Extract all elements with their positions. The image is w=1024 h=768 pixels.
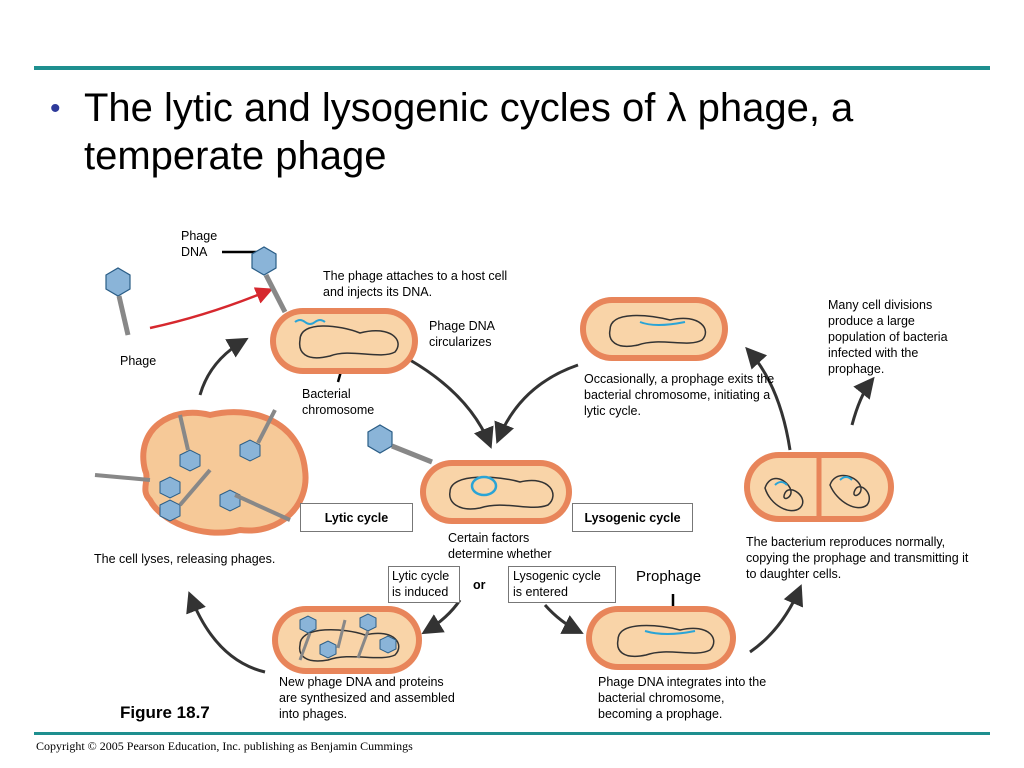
label-certain-factors: Certain factors determine whether [448,531,552,561]
cell-attach [270,308,418,374]
label-integrates: Phage DNA integrates into the bacterial … [598,675,767,721]
slide-title: The lytic and lysogenic cycles of λ phag… [84,86,854,178]
cell-dividing [744,452,894,522]
label-occasionally: Occasionally, a prophage exits the bacte… [584,372,775,418]
box-lytic-induced: Lytic cycle is induced [388,566,460,603]
box-lytic-cycle: Lytic cycle [300,503,413,532]
box-lysogenic-entered: Lysogenic cycle is entered [508,566,616,603]
bottom-rule [34,732,990,735]
label-phage: Phage [120,354,157,368]
arrow-prophage-exit [494,363,579,444]
arrow-inject [149,287,274,330]
label-lyses: The cell lyses, releasing phages. [94,552,276,566]
arrow-assembled-to-lysis [186,591,266,674]
phage-free-left [105,267,131,336]
phage-free-middle [367,424,433,465]
label-bacterial-chromosome: Bacterial chromosome [302,387,375,417]
arrow-to-integrates [543,604,584,634]
arrow-lysis-to-attach [198,337,249,396]
label-new-phage: New phage DNA and proteins are synthesiz… [279,675,455,721]
cell-synthesis [272,606,422,674]
cell-lysed [94,409,309,536]
arrow-integrates-to-reproduce [749,584,804,654]
figure-label: Figure 18.7 [120,703,210,722]
box-lysogenic-cycle: Lysogenic cycle [572,503,693,532]
cell-decision [420,460,572,524]
phage-attaching [251,246,288,314]
arrow-reproduces [745,346,792,451]
arrow-attach-to-decision [409,358,494,449]
label-prophage: Prophage [636,568,702,585]
label-attach: The phage attaches to a host cell and in… [323,269,508,299]
label-reproduces: The bacterium reproduces normally, copyi… [746,535,969,581]
cell-prophage-exit [580,297,728,361]
title-bullet: • [50,92,61,125]
top-rule [34,66,990,70]
label-circularizes: Phage DNA circularizes [429,319,495,349]
arrow-divisions [850,376,875,426]
cycle-arrows [186,337,875,674]
copyright: Copyright © 2005 Pearson Education, Inc.… [36,739,413,753]
label-or: or [473,578,486,592]
cell-integrated [586,606,736,670]
label-phage-dna: Phage DNA [181,229,218,259]
arrow-to-new-phage [421,599,462,635]
label-many-divisions: Many cell divisions produce a large popu… [828,298,948,376]
